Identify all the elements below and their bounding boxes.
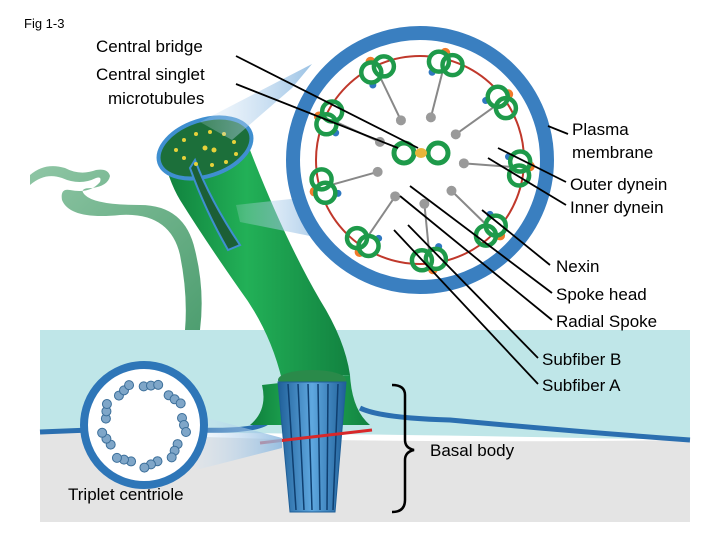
- radial-spoke: [333, 171, 376, 186]
- label-plasma: Plasma: [572, 120, 629, 139]
- triplet-microtubule: [111, 452, 122, 463]
- subfiber-b: [506, 163, 532, 188]
- label-central-bridge: Central bridge: [96, 37, 203, 56]
- label-subfiber-a: Subfiber A: [542, 376, 621, 395]
- central-singlet-right: [425, 140, 451, 166]
- label-spoke-head: Spoke head: [556, 285, 647, 304]
- radial-spoke: [456, 106, 494, 134]
- callout-beam-centriole: [196, 415, 282, 470]
- label-inner-dynein: Inner dynein: [570, 198, 664, 217]
- spoke-head: [419, 198, 430, 209]
- axoneme-cross-section: [286, 26, 554, 294]
- figure-label: Fig 1-3: [24, 16, 65, 31]
- label-basal-body: Basal body: [430, 441, 515, 460]
- radial-spoke: [368, 197, 395, 235]
- central-bridge: [415, 148, 427, 158]
- subfiber-b: [493, 95, 519, 121]
- basal-body: [277, 381, 347, 513]
- callout-beam-top: [200, 64, 312, 140]
- subfiber-b: [440, 52, 465, 78]
- triplet-microtubule: [181, 427, 191, 437]
- label-outer-dynein: Outer dynein: [570, 175, 667, 194]
- label-nexin: Nexin: [556, 257, 599, 276]
- triplet-microtubule: [166, 452, 177, 463]
- spoke-head: [372, 166, 383, 177]
- leader-lines: [235, 55, 569, 385]
- flagellum-tail: [30, 166, 202, 330]
- basal-body-bracket: [391, 383, 415, 514]
- radial-spoke: [452, 191, 486, 224]
- subfiber-b: [309, 167, 334, 192]
- subfiber-a: [359, 60, 384, 85]
- label-microtubules: microtubules: [108, 89, 204, 108]
- label-central-singlet: Central singlet: [96, 65, 205, 84]
- triplet-microtubule: [175, 398, 186, 409]
- radial-spoke: [430, 72, 444, 116]
- spoke-head: [450, 129, 461, 140]
- label-membrane: membrane: [572, 143, 653, 162]
- spoke-head: [446, 185, 457, 196]
- triplet-microtubule: [124, 380, 135, 391]
- spoke-head: [425, 112, 436, 123]
- triplet-microtubule: [101, 399, 112, 410]
- spoke-head: [395, 115, 406, 126]
- label-triplet-centriole: Triplet centriole: [68, 485, 184, 504]
- spoke-head: [458, 158, 469, 169]
- triplet-microtubule: [139, 462, 150, 473]
- label-radial-spoke: Radial Spoke: [556, 312, 657, 331]
- subfiber-b: [344, 225, 370, 251]
- triplet-microtubule: [153, 379, 164, 390]
- subfiber-b: [371, 54, 397, 79]
- spoke-head: [390, 191, 401, 202]
- radial-spoke: [423, 205, 430, 250]
- label-subfiber-b: Subfiber B: [542, 350, 621, 369]
- subfiber-b: [409, 248, 435, 273]
- subfiber-a: [426, 49, 452, 74]
- triplet-microtubule: [97, 427, 108, 438]
- radial-spoke: [380, 78, 401, 119]
- central-singlet-left: [391, 140, 417, 166]
- subfiber-a: [313, 180, 338, 206]
